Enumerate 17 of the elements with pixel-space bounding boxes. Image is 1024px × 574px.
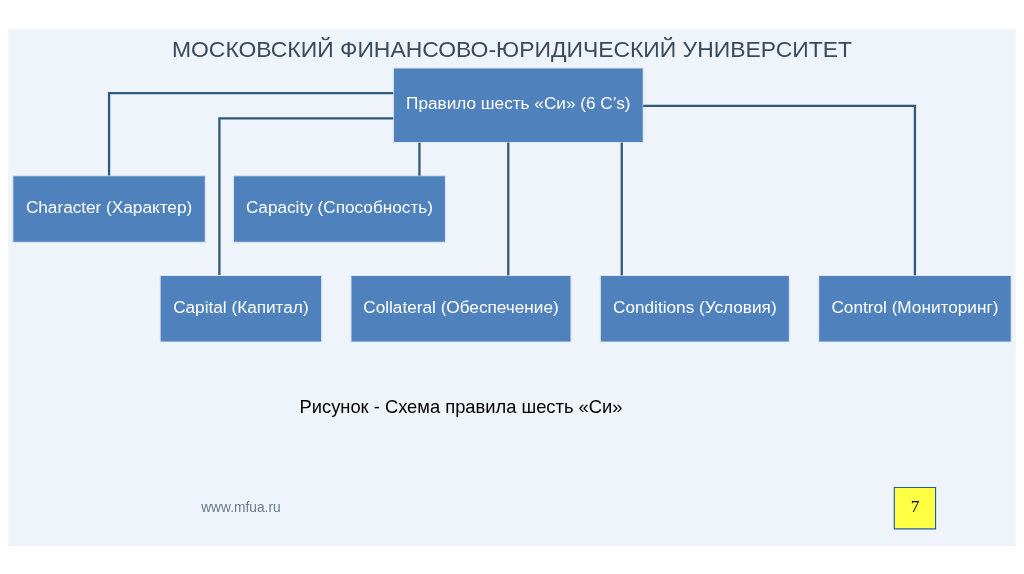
node-box: Правило шесть «Си» (6 C’s) <box>392 66 644 143</box>
caption: Рисунок - Схема правила шесть «Си» <box>299 395 623 417</box>
node-box: Capacity (Способность) <box>232 174 447 243</box>
connector <box>620 142 623 275</box>
connector <box>643 104 917 275</box>
connector <box>218 116 394 275</box>
label: www.mfua.ru <box>201 499 281 515</box>
node-box: Collateral (Обеспечение) <box>350 274 572 343</box>
connector <box>418 142 421 176</box>
connector <box>507 142 510 275</box>
connector <box>107 91 394 175</box>
label: 7 <box>910 496 920 516</box>
node-box: Character (Характер) <box>12 174 206 243</box>
node-box: Capital (Капитал) <box>159 274 323 343</box>
diagram-title: МОСКОВСКИЙ ФИНАНСОВО-ЮРИДИЧЕСКИЙ УНИВЕРСИТЕТ <box>171 35 853 62</box>
node-box: Conditions (Условия) <box>599 274 790 343</box>
node-box: Control (Мониторинг) <box>818 274 1012 343</box>
